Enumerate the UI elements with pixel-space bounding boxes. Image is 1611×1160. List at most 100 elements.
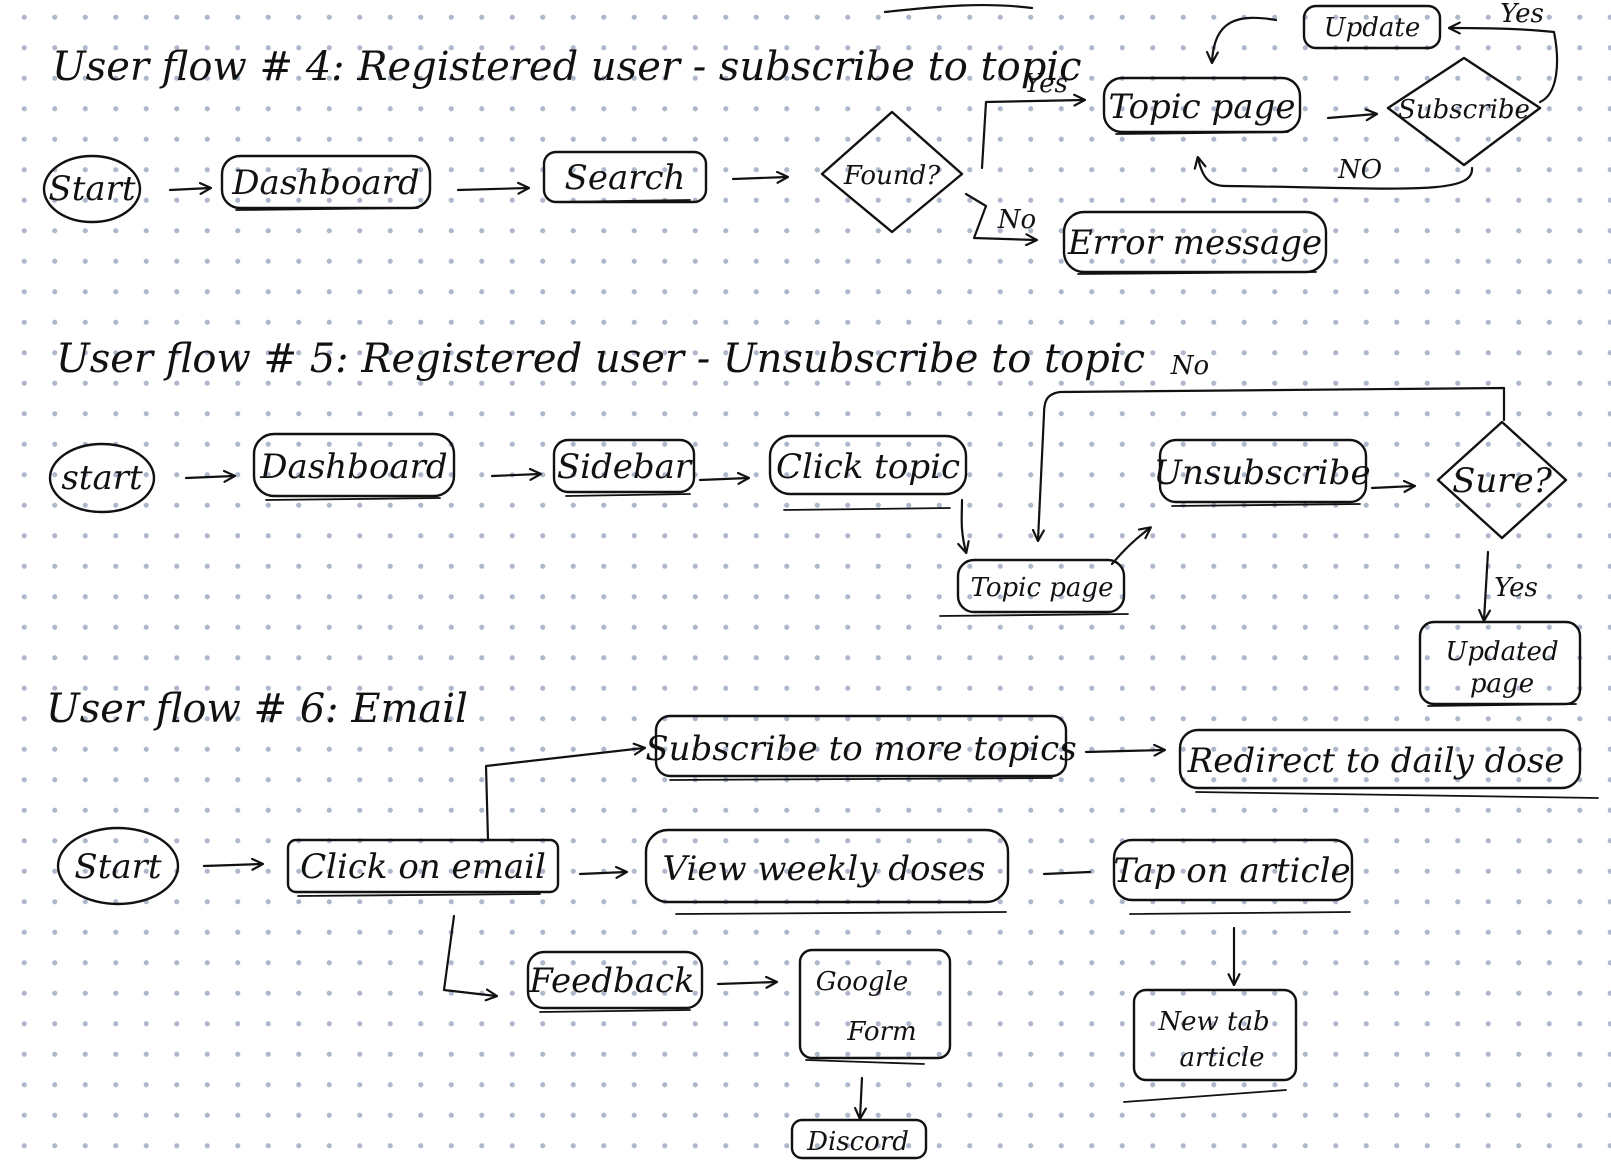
flow5-sure-label: Sure? xyxy=(1452,461,1553,501)
flow5-click-topic-box xyxy=(768,434,968,496)
flow5-dashboard-box xyxy=(252,432,456,498)
flow6-feedback-label: Feedback xyxy=(528,961,694,1001)
flow4-arrow-found-topic xyxy=(980,93,1087,170)
flow6-feedback-box xyxy=(526,950,704,1010)
flow6-tap-article-node[interactable]: Tap on article xyxy=(1112,838,1354,915)
flow6-view-weekly-box xyxy=(644,828,1010,904)
flow6-google-form-label-1: Google xyxy=(816,967,908,997)
flow4-topic-page-underline xyxy=(1115,131,1289,135)
flow4-found-label: Found? xyxy=(843,161,941,191)
flow5-arrow-topicpage-unsubscribe xyxy=(1110,526,1152,566)
flow6-google-form-label-2: Form xyxy=(846,1017,916,1047)
flow6-google-form-node[interactable]: Google Form xyxy=(798,948,952,1065)
flow5-click-topic-underline xyxy=(783,507,951,511)
flow6-click-email-box xyxy=(286,838,560,894)
flow4-dashboard-underline xyxy=(235,207,419,211)
flow4-topic-page-box xyxy=(1102,76,1302,134)
flow5-unsubscribe-box xyxy=(1158,438,1368,504)
flow5-topic-page-node[interactable]: Topic page xyxy=(939,558,1129,617)
flow6-google-form-box xyxy=(798,948,952,1060)
flow5-arrow-click-topicpage xyxy=(957,498,970,555)
flow4-start-ellipse xyxy=(42,154,142,224)
flow6-click-email-node[interactable]: Click on email xyxy=(286,838,560,897)
flow6-new-tab-node[interactable]: New tab article xyxy=(1123,988,1298,1103)
flow5-unsubscribe-label: Unsubscribe xyxy=(1153,453,1370,493)
flow4-arrow-subscribe-update xyxy=(1447,21,1559,104)
flow4-arrow-dashboard-search xyxy=(456,181,531,195)
flow5-dashboard-underline xyxy=(265,497,441,501)
flow5-sure-decision[interactable]: Sure? xyxy=(1436,420,1568,540)
flow6-redirect-box xyxy=(1178,728,1582,790)
flow6-arrow-view-tap xyxy=(1042,870,1092,876)
flow-6-title: User flow # 6: Email xyxy=(46,686,468,732)
flow5-arrow-dashboard-sidebar xyxy=(490,467,543,481)
flow4-search-box xyxy=(542,150,708,204)
flow4-dashboard-node[interactable]: Dashboard xyxy=(220,154,432,211)
flow5-updated-page-node[interactable]: Updated page xyxy=(1418,620,1582,707)
flow5-dashboard-node[interactable]: Dashboard xyxy=(252,432,456,501)
flow4-start-node[interactable]: Start xyxy=(42,154,142,224)
flow6-new-tab-label-2: article xyxy=(1180,1043,1265,1073)
flow6-arrow-click-view xyxy=(578,865,629,879)
flow5-updated-label-2: page xyxy=(1470,669,1534,699)
flow5-updated-page-box xyxy=(1418,620,1582,706)
flow6-redirect-underline xyxy=(1195,791,1599,799)
flow4-start-label: Start xyxy=(48,169,135,209)
flow4-arrow-topic-subscribe xyxy=(1326,108,1379,122)
flow4-search-node[interactable]: Search xyxy=(542,150,708,204)
flow4-dashboard-box xyxy=(220,154,432,210)
flow6-redirect-node[interactable]: Redirect to daily dose xyxy=(1178,728,1599,799)
flow-5: User flow # 5: Registered user - Unsubsc… xyxy=(48,336,1582,707)
flow6-subscribe-more-label: Subscribe to more topics xyxy=(645,729,1076,769)
flow6-discord-label: Discord xyxy=(806,1127,909,1157)
flow6-discord-node[interactable]: Discord xyxy=(790,1118,928,1160)
flow4-subscribe-label: Subscribe xyxy=(1398,95,1530,125)
flow6-view-weekly-label: View weekly doses xyxy=(663,849,986,889)
flow5-updated-label-1: Updated xyxy=(1445,637,1558,667)
flow4-topic-page-node[interactable]: Topic page xyxy=(1102,76,1302,135)
flow5-start-node[interactable]: start xyxy=(48,442,156,514)
flow4-error-node[interactable]: Error message xyxy=(1062,210,1328,275)
flow6-arrow-start-click xyxy=(202,857,265,871)
flow4-subscribe-decision[interactable]: Subscribe xyxy=(1386,56,1542,167)
flow4-error-underline xyxy=(1077,271,1317,275)
flow5-edge-yes: Yes xyxy=(1494,573,1538,603)
flow6-new-tab-box xyxy=(1132,988,1298,1082)
flow4-search-label: Search xyxy=(565,158,686,198)
flow5-click-topic-node[interactable]: Click topic xyxy=(768,434,968,511)
flow6-feedback-node[interactable]: Feedback xyxy=(526,950,704,1013)
flow6-tap-article-box xyxy=(1112,838,1354,902)
flow6-subscribe-more-node[interactable]: Subscribe to more topics xyxy=(645,714,1077,781)
flow5-sidebar-node[interactable]: Sidebar xyxy=(552,438,696,497)
flow6-click-email-label: Click on email xyxy=(300,847,546,887)
flow4-found-decision[interactable]: Found? xyxy=(820,110,964,234)
flow5-sidebar-label: Sidebar xyxy=(557,447,693,487)
flow4-dashboard-label: Dashboard xyxy=(231,163,419,203)
flow6-start-label: Start xyxy=(74,847,161,887)
flow6-view-weekly-node[interactable]: View weekly doses xyxy=(644,828,1010,915)
flow5-click-topic-label: Click topic xyxy=(776,447,960,487)
flow6-arrow-subscribe-redirect xyxy=(1084,743,1167,757)
flow4-update-node[interactable]: Update xyxy=(1302,4,1442,50)
flow5-arrow-sidebar-click xyxy=(698,471,751,485)
flow5-topic-page-underline xyxy=(939,613,1129,617)
stray-stroke xyxy=(883,3,1034,14)
flow4-edge-no-error: No xyxy=(997,205,1036,235)
flow6-arrow-click-feedback xyxy=(442,914,499,1002)
flow6-view-weekly-underline xyxy=(675,911,1007,915)
flow6-arrow-click-subscribe xyxy=(484,742,647,842)
flow5-unsubscribe-node[interactable]: Unsubscribe xyxy=(1153,438,1371,507)
flow4-search-underline xyxy=(555,199,691,203)
flow5-updated-page-underline xyxy=(1427,703,1577,707)
flow4-update-label: Update xyxy=(1324,13,1421,43)
flow-5-title: User flow # 5: Registered user - Unsubsc… xyxy=(56,336,1145,382)
flow6-tap-article-label: Tap on article xyxy=(1113,851,1350,891)
flow6-feedback-underline xyxy=(539,1009,691,1013)
flow4-edge-yes-topic: Yes xyxy=(1024,69,1068,99)
flow6-start-node[interactable]: Start xyxy=(56,826,180,906)
flow6-arrow-google-discord xyxy=(853,1076,867,1121)
flow5-arrow-sure-yes-updated xyxy=(1478,550,1492,623)
flow5-start-ellipse xyxy=(48,442,156,514)
flow5-arrow-unsubscribe-sure xyxy=(1370,479,1417,493)
